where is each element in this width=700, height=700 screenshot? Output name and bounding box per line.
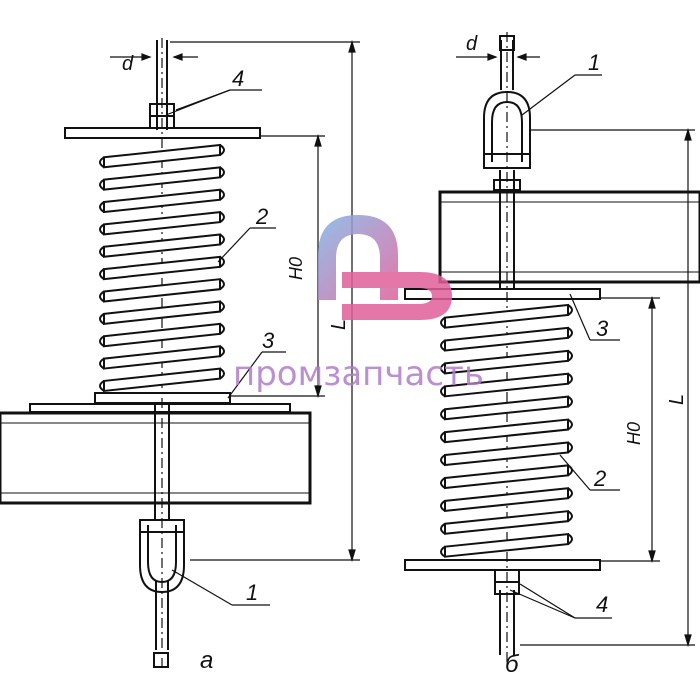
spring-coil [444, 487, 569, 512]
right-label-d: d [466, 33, 478, 55]
spring-coil-end [219, 300, 225, 313]
spring-coil-end [567, 510, 573, 523]
spring-coil-end [219, 367, 225, 380]
right-beam [438, 190, 700, 284]
spring-coil-end [567, 372, 573, 385]
left-assembly [0, 38, 360, 672]
left-spring [99, 143, 225, 393]
spring-coil-end [99, 357, 105, 370]
spring-coil-end [99, 245, 105, 258]
spring-coil-end [567, 487, 573, 500]
left-label-h0: H0 [286, 257, 306, 280]
spring-coil-end [99, 380, 105, 392]
spring-coil-end [440, 522, 446, 535]
right-label-1: 1 [588, 50, 600, 75]
spring-coil-end [219, 255, 225, 268]
watermark-text: промзапчасть [233, 354, 484, 394]
right-top-plate [404, 288, 601, 300]
watermark: промзапчасть [233, 215, 484, 394]
right-caption: б [505, 651, 520, 678]
right-dimensions [456, 53, 695, 648]
left-caption: а [200, 647, 213, 674]
spring-coil-end [219, 211, 225, 223]
spring-coil-end [219, 323, 225, 335]
spring-coil-end [219, 278, 225, 291]
left-label-4: 4 [232, 66, 244, 91]
spring-coil-end [440, 477, 446, 489]
left-label-1: 1 [246, 580, 258, 605]
spring-coil-end [440, 454, 446, 466]
right-label-4: 4 [596, 592, 608, 617]
spring-coil-end [567, 304, 573, 316]
spring-coil-end [219, 345, 225, 358]
spring-coil-end [567, 395, 573, 408]
spring-coil-end [567, 327, 573, 339]
spring-coil [103, 166, 221, 191]
spring-coil [444, 532, 569, 558]
left-label-3: 3 [262, 328, 275, 353]
spring-coil-end [219, 188, 225, 201]
right-label-l: L [666, 394, 688, 405]
spring-coil-end [440, 385, 446, 398]
right-spring [440, 303, 573, 558]
spring-coil [103, 345, 221, 370]
left-dimensions [110, 39, 360, 606]
spring-coil-end [99, 312, 105, 325]
left-label-l: L [328, 319, 350, 330]
right-label-3: 3 [596, 316, 609, 341]
spring-coil-end [219, 233, 225, 246]
spring-coil-end [99, 268, 105, 280]
spring-coil-end [99, 223, 105, 236]
spring-coil [103, 210, 221, 236]
left-labels: d 4 2 3 1 H0 L а [122, 53, 350, 674]
right-labels: d 1 3 2 4 H0 L б [466, 33, 688, 678]
spring-coil-end [440, 431, 446, 443]
right-label-2: 2 [593, 466, 606, 491]
spring-coil-end [440, 545, 446, 558]
right-rod [499, 32, 515, 672]
spring-coil-end [440, 500, 446, 512]
spring-coil [444, 303, 569, 329]
spring-coil-end [99, 201, 105, 213]
left-beam [0, 411, 312, 505]
spring-coil [444, 464, 569, 490]
spring-coil-end [440, 339, 446, 352]
spring-coil-end [440, 362, 446, 375]
spring-coil [444, 441, 569, 467]
spring-coil-end [567, 441, 573, 454]
spring-coil-end [99, 290, 105, 303]
spring-coil-end [567, 418, 573, 431]
spring-coil-end [219, 166, 225, 179]
spring-coil-end [219, 144, 225, 156]
spring-coil-end [567, 533, 573, 545]
left-shackle [139, 519, 185, 594]
spring-coil-end [99, 156, 105, 169]
right-label-h0: H0 [624, 422, 644, 445]
spring-coil [444, 510, 569, 535]
spring-coil [103, 233, 221, 258]
spring-coil-end [440, 408, 446, 421]
spring-coil-end [440, 316, 446, 329]
right-bottom-plate [404, 559, 601, 571]
left-rod [153, 38, 170, 672]
spring-coil-end [99, 178, 105, 191]
watermark-logo [318, 215, 452, 320]
left-label-2: 2 [255, 204, 268, 229]
right-shackle [483, 90, 531, 191]
right-nuts [494, 569, 520, 595]
right-assembly [404, 32, 700, 672]
spring-coil-end [567, 349, 573, 362]
spring-coil-end [99, 335, 105, 348]
spring-coil [103, 278, 221, 303]
left-top-plate [64, 127, 261, 139]
left-label-d: d [122, 53, 134, 75]
